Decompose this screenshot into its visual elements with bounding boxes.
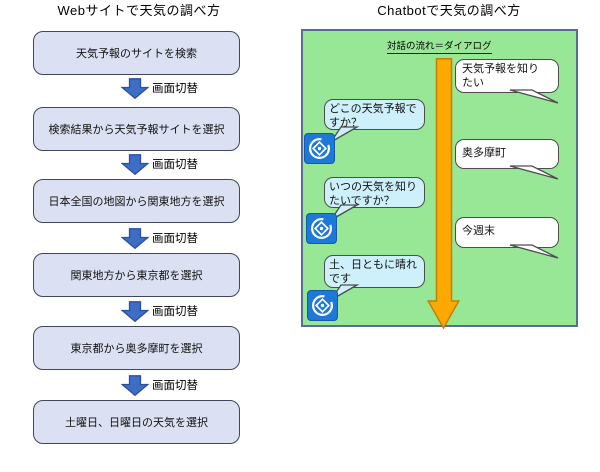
chat-message-bot-3: 土、日ともに晴れ です	[324, 255, 425, 301]
chatbot-dialog-panel: 対話の流れ＝ダイアログ 天気予報を知り たい 奥多摩町 今週末 どこの天気予報で…	[301, 29, 578, 330]
down-arrow-icon	[121, 77, 149, 99]
web-flow-title: Webサイトで天気の調べ方	[57, 3, 221, 18]
chat-message-text: 天気予報を知り たい	[462, 63, 539, 89]
screen-switch-label: 画面切替	[152, 159, 198, 171]
flow-step-select-day: 土曜日、日曜日の天気を選択	[33, 400, 240, 444]
chat-message-bot-2: いつの天気を知り たいですか？	[324, 177, 425, 221]
down-arrow-icon	[121, 300, 149, 322]
chatbot-icon	[307, 290, 338, 321]
bubble-tail	[509, 244, 559, 259]
chat-message-bot-1: どこの天気予報で すか？	[324, 99, 425, 143]
dialog-flow-label: 対話の流れ＝ダイアログ	[387, 38, 492, 54]
chat-message-user-1: 天気予報を知り たい	[455, 59, 559, 104]
screen-switch-2: 画面切替	[121, 153, 198, 175]
screen-switch-label: 画面切替	[152, 83, 198, 95]
flow-step-select-site: 検索結果から天気予報サイトを選択	[33, 107, 240, 151]
screen-switch-4: 画面切替	[121, 300, 198, 322]
chat-message-text: 土、日ともに晴れ です	[329, 259, 417, 285]
chat-message-text: どこの天気予報で すか？	[329, 103, 417, 129]
bubble-tail	[509, 89, 559, 104]
chat-message-user-2: 奥多摩町	[455, 139, 559, 180]
chat-message-text: 奥多摩町	[462, 147, 506, 159]
screen-switch-label: 画面切替	[152, 380, 198, 392]
flow-step-search-site: 天気予報のサイトを検索	[33, 31, 240, 75]
screen-switch-1: 画面切替	[121, 77, 198, 99]
flow-step-select-okutama: 東京都から奥多摩町を選択	[33, 326, 240, 370]
flow-step-select-kanto: 日本全国の地図から関東地方を選択	[33, 179, 240, 223]
dialog-flow-arrow-icon	[427, 58, 460, 330]
chatbot-title: Chatbotで天気の調べ方	[377, 3, 521, 18]
down-arrow-icon	[121, 374, 149, 396]
screen-switch-5: 画面切替	[121, 374, 198, 396]
screen-switch-3: 画面切替	[121, 227, 198, 249]
bubble-tail	[330, 126, 360, 143]
chatbot-icon	[304, 133, 335, 164]
down-arrow-icon	[121, 227, 149, 249]
flow-step-select-tokyo: 関東地方から東京都を選択	[33, 253, 240, 297]
bubble-tail	[330, 204, 360, 221]
bubble-tail	[509, 165, 559, 180]
chat-message-text: 今週末	[462, 225, 495, 237]
chat-message-user-3: 今週末	[455, 217, 559, 259]
down-arrow-icon	[121, 153, 149, 175]
chatbot-icon	[306, 213, 337, 244]
chat-message-text: いつの天気を知り たいですか？	[329, 181, 417, 207]
screen-switch-label: 画面切替	[152, 306, 198, 318]
screen-switch-label: 画面切替	[152, 233, 198, 245]
